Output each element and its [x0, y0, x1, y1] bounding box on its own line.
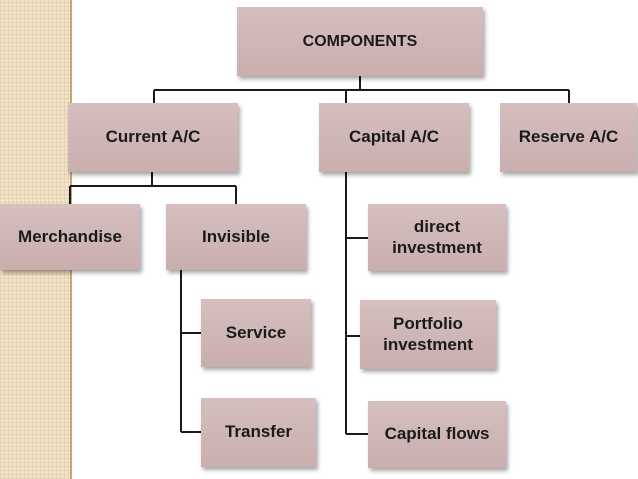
node-reserve-account: Reserve A/C: [500, 103, 637, 172]
node-portfolio-investment: Portfolio investment: [360, 300, 496, 369]
node-transfer: Transfer: [201, 398, 316, 467]
node-capital-account: Capital A/C: [319, 103, 469, 172]
node-invisible: Invisible: [166, 204, 306, 270]
node-merchandise: Merchandise: [0, 204, 140, 270]
node-service: Service: [201, 299, 311, 367]
node-current-account: Current A/C: [68, 103, 238, 172]
node-direct-investment: direct investment: [368, 204, 506, 271]
node-components: COMPONENTS: [237, 7, 483, 76]
node-capital-flows: Capital flows: [368, 401, 506, 468]
